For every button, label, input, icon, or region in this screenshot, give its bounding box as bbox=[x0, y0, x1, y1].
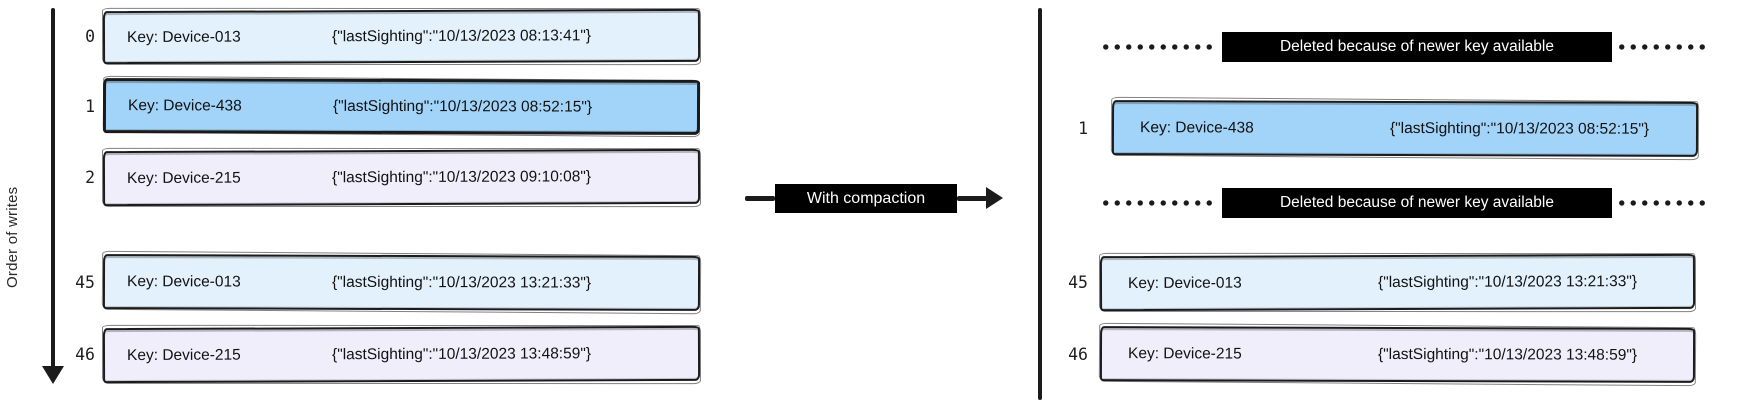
left-row-index-2: 2 bbox=[85, 168, 95, 187]
order-of-writes-arrow-line bbox=[51, 8, 55, 368]
left-row-index-0: 0 bbox=[85, 27, 95, 46]
record-value: {"lastSighting":"10/13/2023 08:13:41"} bbox=[331, 26, 592, 45]
left-row-index-1: 1 bbox=[85, 97, 95, 116]
deleted-dotted-line-right bbox=[1616, 200, 1706, 206]
record-value: {"lastSighting":"10/13/2023 13:21:33"} bbox=[331, 273, 592, 292]
deleted-dotted-line-left bbox=[1100, 44, 1218, 50]
record-value: {"lastSighting":"10/13/2023 08:52:15"} bbox=[1389, 119, 1650, 138]
log-record-row-highlighted: Key: Device-438 {"lastSighting":"10/13/2… bbox=[1111, 100, 1699, 157]
record-key: Key: Device-215 bbox=[126, 169, 241, 187]
record-value: {"lastSighting":"10/13/2023 13:21:33"} bbox=[1377, 272, 1638, 291]
right-log-axis-line bbox=[1038, 8, 1042, 400]
log-record-row: Key: Device-013 {"lastSighting":"10/13/2… bbox=[102, 8, 701, 65]
left-row-index-46: 46 bbox=[75, 345, 95, 364]
record-key: Key: Device-438 bbox=[1139, 118, 1254, 137]
record-key: Key: Device-215 bbox=[126, 346, 241, 364]
log-record-row: Key: Device-013 {"lastSighting":"10/13/2… bbox=[1099, 253, 1696, 312]
record-key: Key: Device-013 bbox=[126, 272, 241, 290]
deleted-dotted-line-left bbox=[1100, 200, 1218, 206]
record-key: Key: Device-013 bbox=[1127, 274, 1242, 292]
right-row-index-45: 45 bbox=[1068, 273, 1088, 292]
compaction-arrow-shaft bbox=[957, 196, 987, 201]
deleted-banner: Deleted because of newer key available bbox=[1222, 188, 1612, 218]
record-key: Key: Device-215 bbox=[1127, 344, 1242, 363]
compaction-label: With compaction bbox=[775, 184, 957, 213]
record-key: Key: Device-438 bbox=[127, 96, 242, 114]
log-record-row: Key: Device-013 {"lastSighting":"10/13/2… bbox=[102, 254, 701, 311]
record-value: {"lastSighting":"10/13/2023 13:48:59"} bbox=[1377, 345, 1638, 364]
record-value: {"lastSighting":"10/13/2023 08:52:15"} bbox=[332, 97, 593, 116]
compaction-arrow-head-icon bbox=[986, 187, 1003, 209]
log-record-row: Key: Device-215 {"lastSighting":"10/13/2… bbox=[102, 325, 701, 384]
deleted-banner: Deleted because of newer key available bbox=[1222, 32, 1612, 62]
record-key: Key: Device-013 bbox=[126, 28, 241, 46]
left-row-index-45: 45 bbox=[75, 273, 95, 292]
deleted-dotted-line-right bbox=[1616, 44, 1706, 50]
order-of-writes-label: Order of writes bbox=[4, 186, 21, 288]
record-value: {"lastSighting":"10/13/2023 09:10:08"} bbox=[331, 167, 592, 186]
right-row-index-1: 1 bbox=[1078, 119, 1088, 138]
log-record-row: Key: Device-215 {"lastSighting":"10/13/2… bbox=[1099, 326, 1696, 383]
log-record-row-highlighted: Key: Device-438 {"lastSighting":"10/13/2… bbox=[102, 78, 701, 135]
right-row-index-46: 46 bbox=[1068, 345, 1088, 364]
order-of-writes-arrow-head-icon bbox=[42, 366, 64, 384]
log-record-row: Key: Device-215 {"lastSighting":"10/13/2… bbox=[102, 148, 701, 207]
record-value: {"lastSighting":"10/13/2023 13:48:59"} bbox=[331, 344, 592, 363]
compaction-arrow-tail bbox=[745, 196, 775, 201]
